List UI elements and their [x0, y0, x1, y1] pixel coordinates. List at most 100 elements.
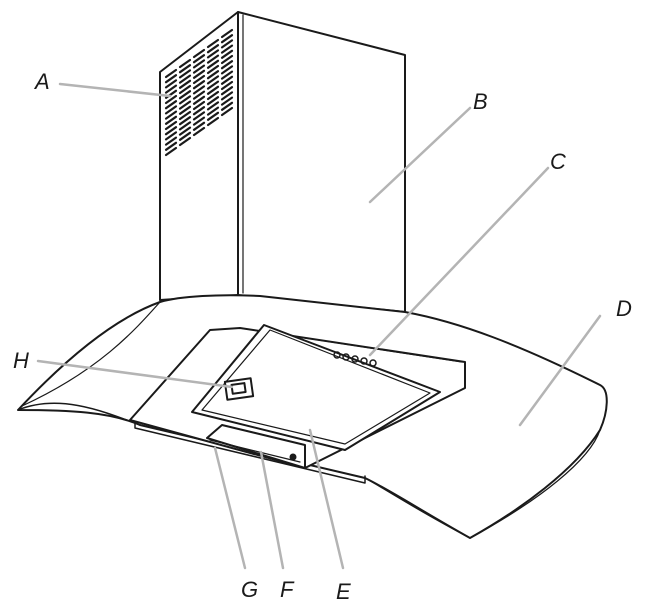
front-bar [134, 419, 366, 484]
vent-slot [206, 111, 220, 121]
label-d: D [616, 296, 632, 321]
control-button [351, 355, 359, 363]
vent-slot [192, 69, 206, 79]
vent-slot [178, 58, 192, 69]
label-a: A [35, 69, 50, 94]
vent-slot [206, 106, 220, 116]
lower-housing [206, 424, 306, 469]
vent-slot [220, 28, 234, 39]
vent-slot [220, 34, 234, 44]
vent-slot [178, 90, 192, 100]
vent-slot [220, 54, 234, 65]
vent-slot [164, 74, 178, 84]
label-f: F [280, 577, 294, 602]
vent-slot [192, 121, 206, 131]
vent-slot [192, 116, 206, 126]
vent-slot [220, 86, 234, 96]
vent-slot [192, 64, 206, 74]
vent-slot [164, 105, 178, 115]
vent-slot [206, 44, 220, 54]
vent-slot [192, 54, 206, 64]
vent-slot [192, 95, 206, 105]
vent-slot [192, 48, 206, 59]
vent-slot [192, 100, 206, 111]
chimney [159, 11, 406, 313]
vent-slot [206, 64, 220, 75]
vent-slot [178, 121, 192, 131]
vent-slot [192, 85, 206, 95]
vent-slot [206, 116, 220, 127]
vent-slot [178, 64, 192, 74]
grease-filter [191, 324, 441, 451]
label-c: C [550, 149, 566, 174]
vent-slot [178, 79, 192, 89]
control-buttons [333, 351, 377, 367]
vent-slot [164, 126, 178, 136]
vent-slot [220, 39, 234, 49]
vent-slot [164, 79, 178, 89]
vent-slot [192, 59, 206, 69]
vent-slot [178, 69, 192, 79]
vent-slot [220, 44, 234, 54]
vent-slot [220, 106, 234, 117]
vent-slot [164, 136, 178, 146]
vent-slot [178, 116, 192, 126]
vent-slot [178, 84, 192, 95]
vent-slot [192, 80, 206, 90]
vent-slot [220, 101, 234, 111]
leader-line-h [36, 359, 234, 389]
vent-slot [192, 111, 206, 121]
vent-slot [206, 38, 220, 49]
vent-slot [178, 74, 192, 84]
vent-slot [206, 80, 220, 90]
vent-slot [178, 131, 192, 141]
control-button [333, 351, 341, 359]
leader-line-f [259, 450, 285, 570]
vent-slot [178, 105, 192, 115]
vent-slot [178, 95, 192, 105]
vent-slot [220, 70, 234, 80]
vent-slot [178, 136, 192, 147]
vent-slot [206, 75, 220, 85]
light [223, 377, 255, 401]
label-h: H [13, 348, 29, 373]
leader-line-g [213, 446, 247, 570]
vent-slot [206, 96, 220, 106]
vent-slot [164, 120, 178, 131]
vent-slot [220, 75, 234, 85]
leader-line-e [308, 428, 345, 570]
vent-slot [164, 68, 178, 79]
vent-slot [164, 94, 178, 105]
vent-slot [178, 126, 192, 136]
control-button [369, 359, 377, 367]
leader-line-a [58, 82, 172, 98]
ventilation-grille [164, 28, 234, 157]
vent-slot [220, 80, 234, 91]
label-e: E [336, 579, 351, 604]
control-button [342, 353, 350, 361]
vent-slot [164, 84, 178, 94]
vent-slot [206, 70, 220, 80]
control-button [360, 357, 368, 365]
vent-slot [164, 110, 178, 120]
leader-line-c [368, 166, 550, 357]
vent-slot [178, 110, 192, 121]
vent-slot [206, 54, 220, 64]
vent-slot [206, 49, 220, 59]
vent-slot [206, 85, 220, 95]
label-b: B [473, 89, 488, 114]
vent-slot [164, 146, 178, 157]
leader-line-d [518, 314, 602, 427]
vent-slot [220, 96, 234, 106]
vent-slot [164, 115, 178, 125]
vent-slot [220, 91, 234, 101]
leader-line-b [368, 106, 472, 204]
vent-slot [220, 49, 234, 59]
vent-slot [192, 126, 206, 137]
vent-slot [164, 131, 178, 141]
label-g: G [241, 577, 259, 602]
vent-slot [192, 106, 206, 116]
vent-slot [220, 65, 234, 75]
vent-slot [192, 74, 206, 85]
